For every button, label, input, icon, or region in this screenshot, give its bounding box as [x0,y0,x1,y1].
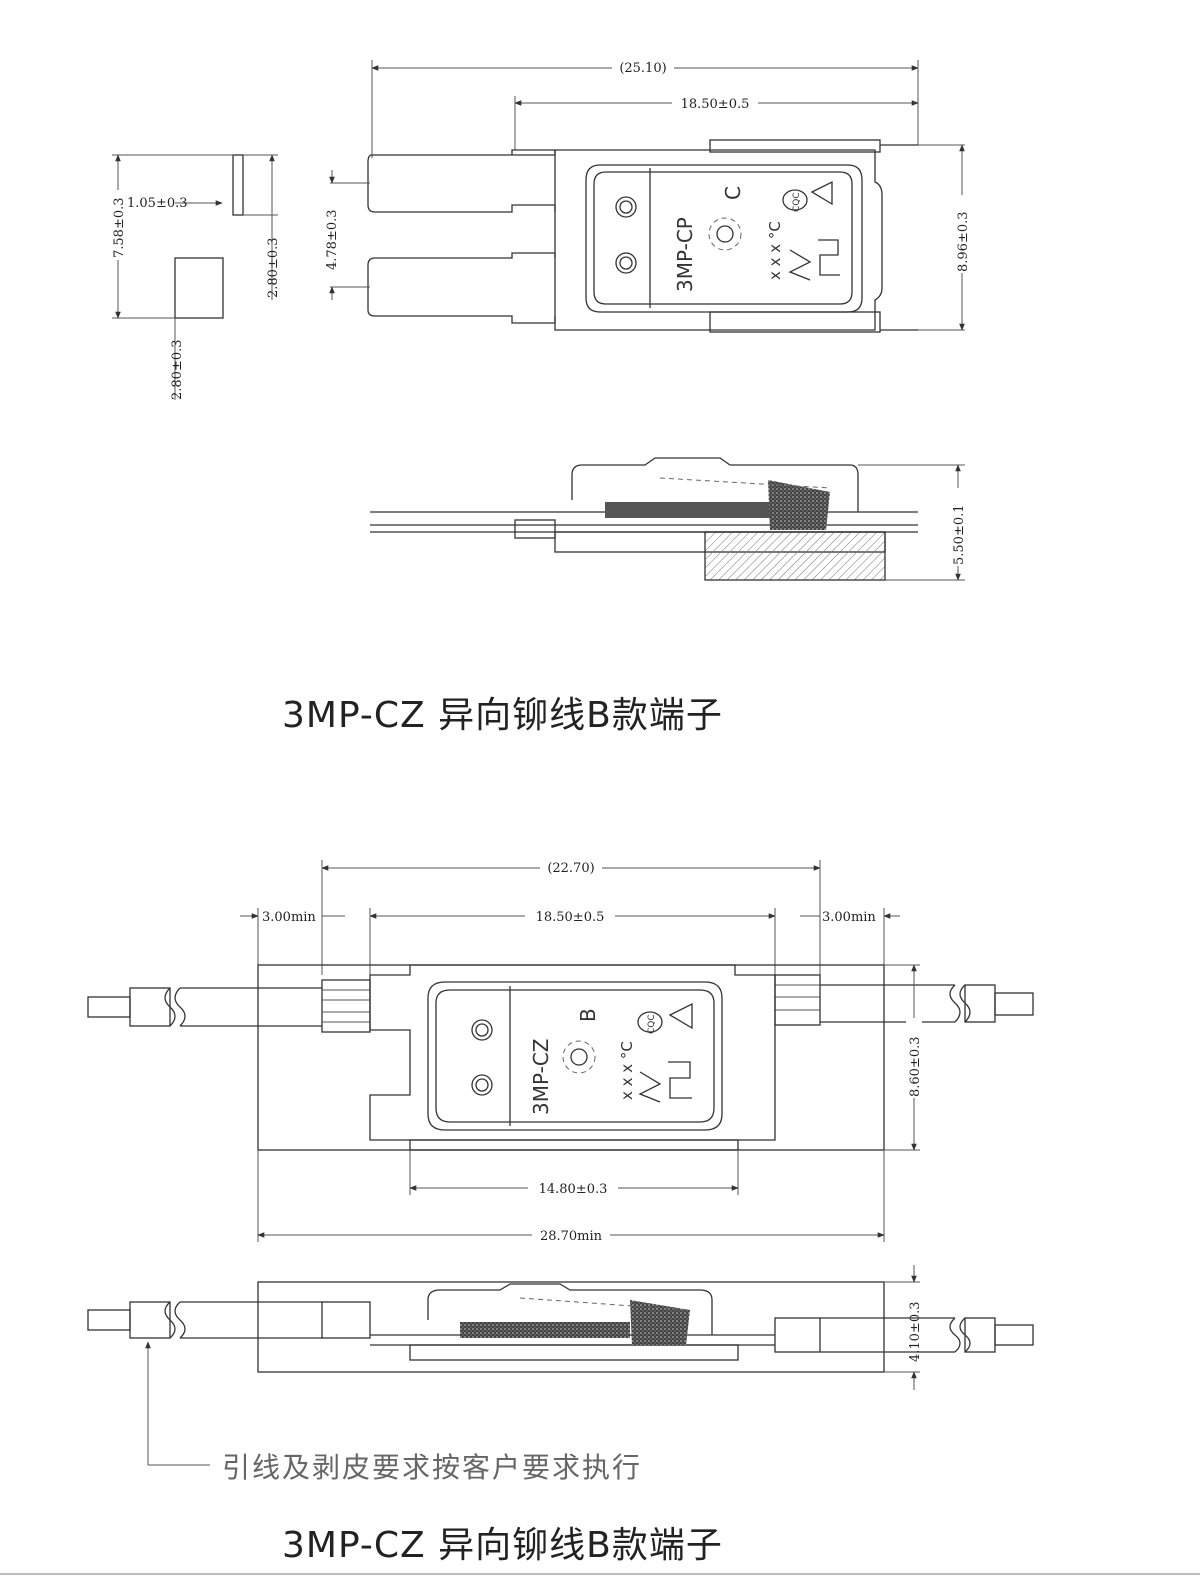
top-part-label: 3MP-CP [673,217,697,292]
top-width-label: 8.96±0.3 [956,211,971,272]
top-grade-letter: C [721,186,745,200]
bottom-triangle-cert-icon [668,1002,693,1030]
top-thickness-label: 5.50±0.1 [952,504,967,565]
bottom-thickness-label: 4.10±0.3 [908,1301,923,1362]
top-side-height-label: 7.58±0.3 [112,197,127,258]
top-caption: 3MP-CZ 异向铆线B款端子 [282,695,723,736]
bottom-caption: 3MP-CZ 异向铆线B款端子 [282,1525,723,1566]
top-temp-mark: x x x °C [766,221,784,280]
triangle-cert-icon [810,180,833,206]
bottom-elevation-view: 4.10±0.3 [87,1265,1034,1466]
bottom-left-margin-label: 3.00min [262,910,316,925]
bottom-right-margin-label: 3.00min [822,910,876,925]
bottom-cqc-icon: CQC [637,1011,663,1034]
top-body-length-label: 18.50±0.5 [681,97,750,112]
top-side-tab-label: 1.05±0.3 [127,196,188,211]
bottom-body-length-label: 18.50±0.5 [536,910,605,925]
top-side-slot-lower-label: 2.80±0.3 [170,339,185,400]
bottom-grade-letter: B [576,1008,600,1022]
top-pitch-label: 4.78±0.3 [325,209,340,270]
top-overall-length-label: (25.10) [619,61,666,76]
lead-stripping-note: 引线及剥皮要求按客户要求执行 [222,1451,643,1484]
brand-logo-icon [788,239,840,281]
bottom-part-label: 3MP-CZ [529,1039,553,1115]
top-side-slot-label: 2.80±0.3 [266,237,281,298]
svg-text:CQC: CQC [647,1014,657,1034]
bottom-plan-view: (22.70) 3.00min 18.50±0.5 3.00min [87,858,1034,1244]
bottom-brand-logo-icon [638,1061,692,1103]
top-plan-view: (25.10) 18.50±0.5 3MP-CP C x x x °C CQC [325,58,971,333]
bottom-width-label: 8.60±0.3 [908,1036,923,1097]
cqc-icon: CQC [782,189,808,212]
svg-text:CQC: CQC [792,192,802,212]
top-end-view: 7.58±0.3 1.05±0.3 2.80±0.3 2.80±0.3 [110,154,281,400]
bottom-temp-mark: x x x °C [618,1041,636,1100]
bottom-inner-length-label: 14.80±0.3 [539,1182,608,1197]
bottom-overall-length-label: (22.70) [547,861,594,876]
bottom-total-min-label: 28.70min [540,1229,603,1244]
top-elevation-view: 5.50±0.1 [370,457,967,581]
